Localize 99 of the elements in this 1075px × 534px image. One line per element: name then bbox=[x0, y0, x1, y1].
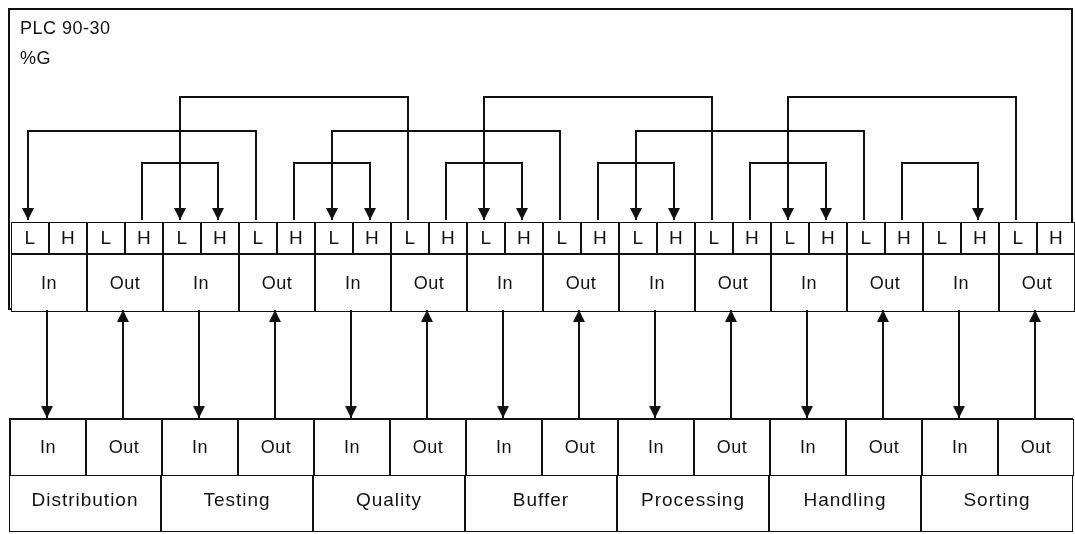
terminal-cell: H bbox=[125, 222, 163, 254]
arrow bbox=[174, 96, 409, 221]
arrow bbox=[345, 309, 357, 419]
terminal-cell: L bbox=[239, 222, 277, 254]
module-cell: Out bbox=[999, 254, 1075, 312]
terminal-cell: H bbox=[277, 222, 315, 254]
station-port-cell: In bbox=[314, 419, 390, 476]
module-cell: Out bbox=[543, 254, 619, 312]
arrow bbox=[877, 309, 889, 419]
terminal-cell: L bbox=[87, 222, 125, 254]
station-port-cell: In bbox=[10, 419, 86, 476]
station-box bbox=[921, 418, 1073, 532]
arrow bbox=[725, 309, 737, 419]
station-name: Quality bbox=[354, 489, 424, 511]
station-name: Handling bbox=[802, 489, 888, 511]
station-port-cell: In bbox=[466, 419, 542, 476]
terminal-cell: L bbox=[999, 222, 1037, 254]
module-cell: In bbox=[771, 254, 847, 312]
arrow bbox=[782, 96, 1017, 221]
arrow bbox=[269, 309, 281, 419]
station-box bbox=[9, 418, 161, 532]
module-cell: Out bbox=[239, 254, 315, 312]
station-box bbox=[313, 418, 465, 532]
arrow bbox=[597, 162, 680, 221]
terminal-cell: H bbox=[733, 222, 771, 254]
station-box bbox=[465, 418, 617, 532]
station-port-cell: Out bbox=[86, 419, 162, 476]
terminal-cell: H bbox=[961, 222, 999, 254]
module-cell: In bbox=[11, 254, 87, 312]
module-cell: In bbox=[315, 254, 391, 312]
station-port-cell: In bbox=[922, 419, 998, 476]
plc-box bbox=[8, 8, 1073, 310]
module-cell: In bbox=[923, 254, 999, 312]
arrow bbox=[41, 309, 53, 419]
module-cell: Out bbox=[87, 254, 163, 312]
terminal-cell: L bbox=[391, 222, 429, 254]
station-port-cell: Out bbox=[998, 419, 1074, 476]
module-cell: In bbox=[619, 254, 695, 312]
terminal-cell: L bbox=[923, 222, 961, 254]
arrow bbox=[293, 162, 376, 221]
terminal-cell: L bbox=[619, 222, 657, 254]
terminal-cell: L bbox=[467, 222, 505, 254]
terminal-cell: H bbox=[49, 222, 87, 254]
station-name: Testing bbox=[202, 489, 272, 511]
arrow bbox=[749, 162, 832, 221]
arrow bbox=[901, 162, 984, 221]
plc-title: PLC 90-30 bbox=[20, 18, 111, 39]
terminal-cell: H bbox=[581, 222, 619, 254]
arrow bbox=[801, 309, 813, 419]
terminal-cell: H bbox=[429, 222, 467, 254]
terminal-cell: H bbox=[809, 222, 847, 254]
module-cell: In bbox=[467, 254, 543, 312]
terminal-cell: L bbox=[11, 222, 49, 254]
station-port-cell: Out bbox=[390, 419, 466, 476]
arrow bbox=[326, 130, 561, 221]
arrow bbox=[117, 309, 129, 419]
station-box bbox=[161, 418, 313, 532]
terminal-cell: L bbox=[543, 222, 581, 254]
module-cell: Out bbox=[391, 254, 467, 312]
arrow bbox=[573, 309, 585, 419]
terminal-cell: H bbox=[353, 222, 391, 254]
terminal-cell: L bbox=[847, 222, 885, 254]
terminal-cell: H bbox=[657, 222, 695, 254]
arrow bbox=[1029, 309, 1041, 419]
module-cell: In bbox=[163, 254, 239, 312]
arrow bbox=[141, 162, 224, 221]
arrow bbox=[630, 130, 865, 221]
station-port-cell: Out bbox=[542, 419, 618, 476]
arrow bbox=[953, 309, 965, 419]
arrow bbox=[421, 309, 433, 419]
terminal-cell: L bbox=[163, 222, 201, 254]
station-name: Sorting bbox=[962, 489, 1032, 511]
station-port-cell: Out bbox=[846, 419, 922, 476]
plc-label: %G bbox=[20, 48, 51, 69]
station-name: Buffer bbox=[511, 489, 571, 511]
arrow bbox=[478, 96, 713, 221]
terminal-cell: L bbox=[695, 222, 733, 254]
station-port-cell: Out bbox=[694, 419, 770, 476]
terminal-cell: H bbox=[1037, 222, 1075, 254]
station-port-cell: In bbox=[162, 419, 238, 476]
station-name: Processing bbox=[640, 489, 746, 511]
terminal-cell: H bbox=[885, 222, 923, 254]
terminal-cell: H bbox=[505, 222, 543, 254]
station-box bbox=[617, 418, 769, 532]
station-name: Distribution bbox=[30, 489, 140, 511]
station-port-cell: Out bbox=[238, 419, 314, 476]
terminal-cell: H bbox=[201, 222, 239, 254]
arrow bbox=[22, 130, 257, 221]
arrow bbox=[193, 309, 205, 419]
arrow bbox=[497, 309, 509, 419]
module-cell: Out bbox=[695, 254, 771, 312]
arrow bbox=[649, 309, 661, 419]
terminal-cell: L bbox=[315, 222, 353, 254]
station-port-cell: In bbox=[618, 419, 694, 476]
module-cell: Out bbox=[847, 254, 923, 312]
terminal-cell: L bbox=[771, 222, 809, 254]
arrow bbox=[445, 162, 528, 221]
station-box bbox=[769, 418, 921, 532]
station-port-cell: In bbox=[770, 419, 846, 476]
